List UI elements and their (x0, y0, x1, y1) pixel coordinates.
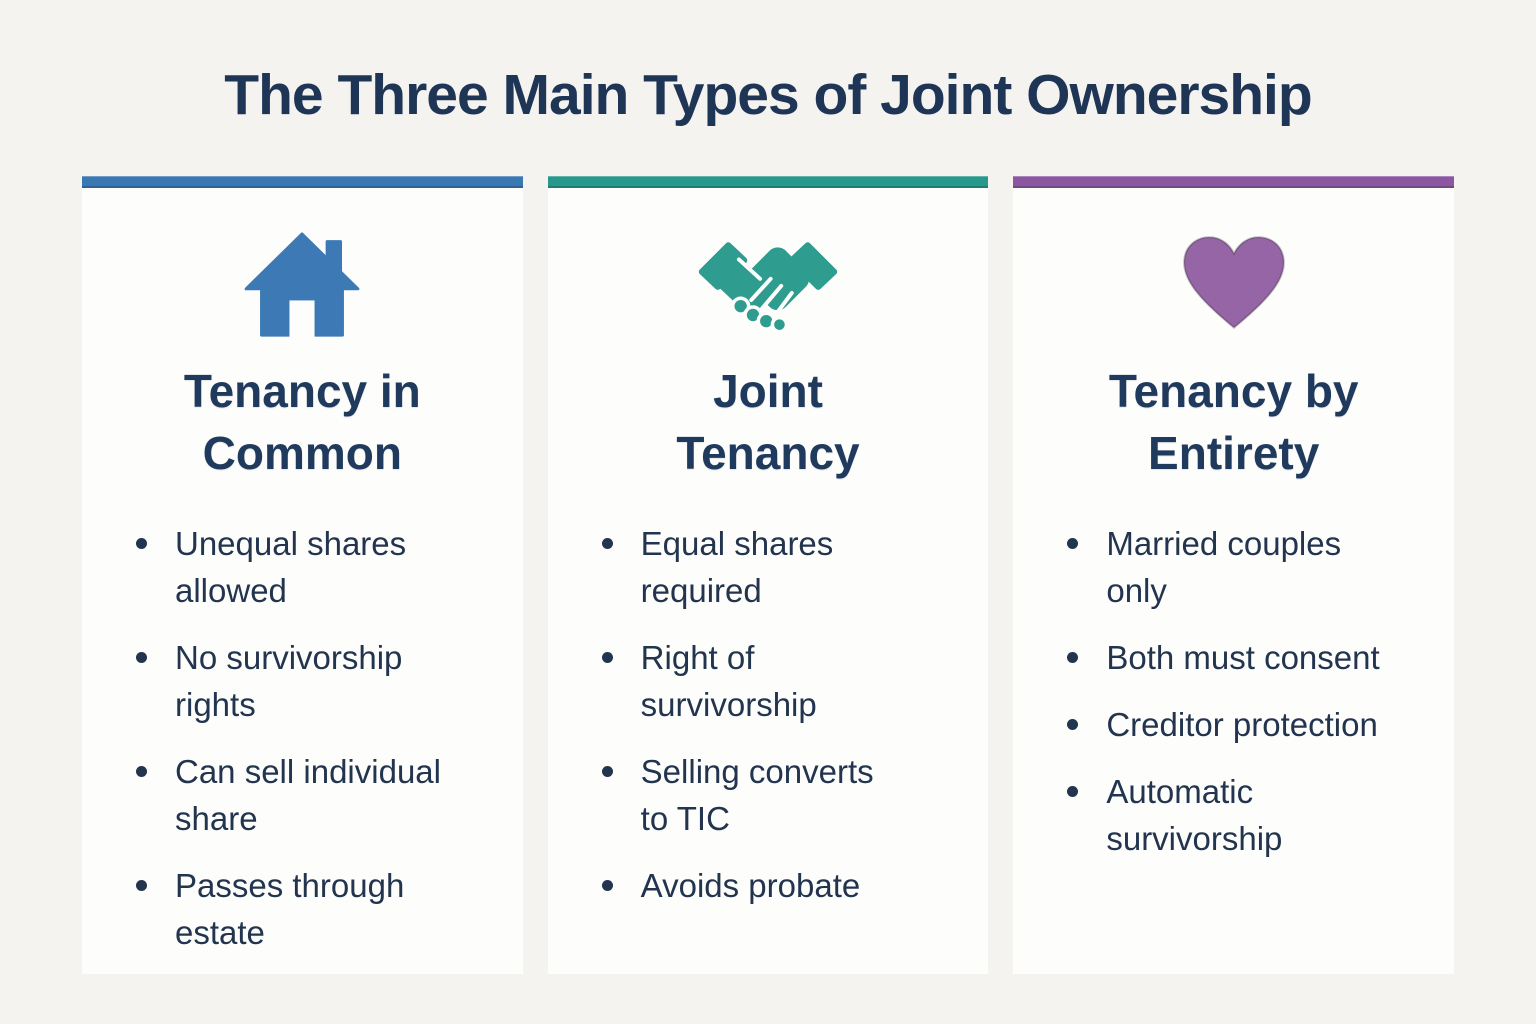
bullet-dot-icon (1067, 538, 1079, 549)
accent-bar-purple (1013, 176, 1455, 188)
card-body: Tenancy by Entirety Married couples only… (1013, 188, 1455, 974)
accent-bar-blue (82, 176, 523, 188)
bullet-dot-icon (136, 538, 147, 549)
bullet-dot-icon (601, 880, 613, 891)
card-tenancy-by-entirety: Tenancy by Entirety Married couples only… (1013, 176, 1455, 974)
icon-row (578, 228, 959, 342)
bullet-list: Equal shares required Right of survivors… (578, 520, 959, 909)
bullet-text: Passes through estate (175, 867, 405, 951)
bullet-text: Automatic survivorship (1106, 773, 1283, 857)
bullet-text: Both must consent (1106, 639, 1380, 676)
bullet-dot-icon (1067, 786, 1079, 797)
bullet-dot-icon (601, 652, 613, 663)
card-tenancy-in-common: Tenancy in Common Unequal shares allowed… (82, 176, 523, 974)
bullet-item: Creditor protection (1067, 701, 1424, 748)
bullet-text: Unequal shares allowed (175, 525, 407, 609)
bullet-item: Avoids probate (601, 862, 959, 909)
card-heading: Joint Tenancy (676, 365, 860, 479)
bullet-dot-icon (136, 652, 147, 663)
bullet-item: Passes through estate (136, 862, 493, 956)
bullet-dot-icon (1067, 719, 1079, 730)
bullet-dot-icon (1067, 652, 1079, 663)
bullet-text: Right of survivorship (640, 639, 817, 723)
bullet-item: Equal shares required (601, 520, 959, 614)
card-body: Tenancy in Common Unequal shares allowed… (82, 188, 523, 974)
bullet-item: Right of survivorship (601, 634, 959, 728)
bullet-text: Selling converts to TIC (640, 753, 874, 837)
card-heading: Tenancy by Entirety (1108, 365, 1359, 479)
bullet-list: Unequal shares allowed No survivorship r… (112, 520, 493, 956)
bullet-text: Equal shares required (640, 525, 834, 609)
heart-icon (1182, 236, 1285, 330)
cards-row: Tenancy in Common Unequal shares allowed… (0, 176, 1536, 974)
icon-row (112, 228, 493, 342)
card-heading: Tenancy in Common (183, 365, 421, 479)
bullet-text: Can sell individual share (175, 753, 441, 837)
bullet-item: Unequal shares allowed (136, 520, 493, 614)
bullet-dot-icon (601, 766, 613, 777)
bullet-list: Married couples only Both must consent C… (1043, 520, 1424, 862)
house-door-notch (289, 300, 315, 338)
bullet-item: Can sell individual share (136, 748, 493, 842)
card-joint-tenancy: Joint Tenancy Equal shares required Righ… (547, 176, 989, 974)
bullet-dot-icon (601, 538, 613, 549)
house-icon (244, 232, 360, 338)
handshake-icon (698, 242, 838, 334)
bullet-dot-icon (136, 880, 147, 891)
bullet-dot-icon (136, 766, 147, 777)
bullet-text: Creditor protection (1106, 706, 1378, 743)
bullet-item: Automatic survivorship (1067, 768, 1424, 862)
icon-row (1043, 228, 1424, 342)
bullet-item: Selling converts to TIC (601, 748, 959, 842)
bullet-text: Avoids probate (640, 867, 861, 904)
bullet-text: Married couples only (1106, 525, 1342, 609)
bullet-text: No survivorship rights (175, 639, 403, 723)
bullet-item: Both must consent (1067, 634, 1424, 681)
page-title: The Three Main Types of Joint Ownership (224, 63, 1312, 127)
card-body: Joint Tenancy Equal shares required Righ… (547, 188, 989, 974)
bullet-item: No survivorship rights (136, 634, 493, 728)
bullet-item: Married couples only (1067, 520, 1424, 614)
accent-bar-teal (547, 176, 989, 188)
